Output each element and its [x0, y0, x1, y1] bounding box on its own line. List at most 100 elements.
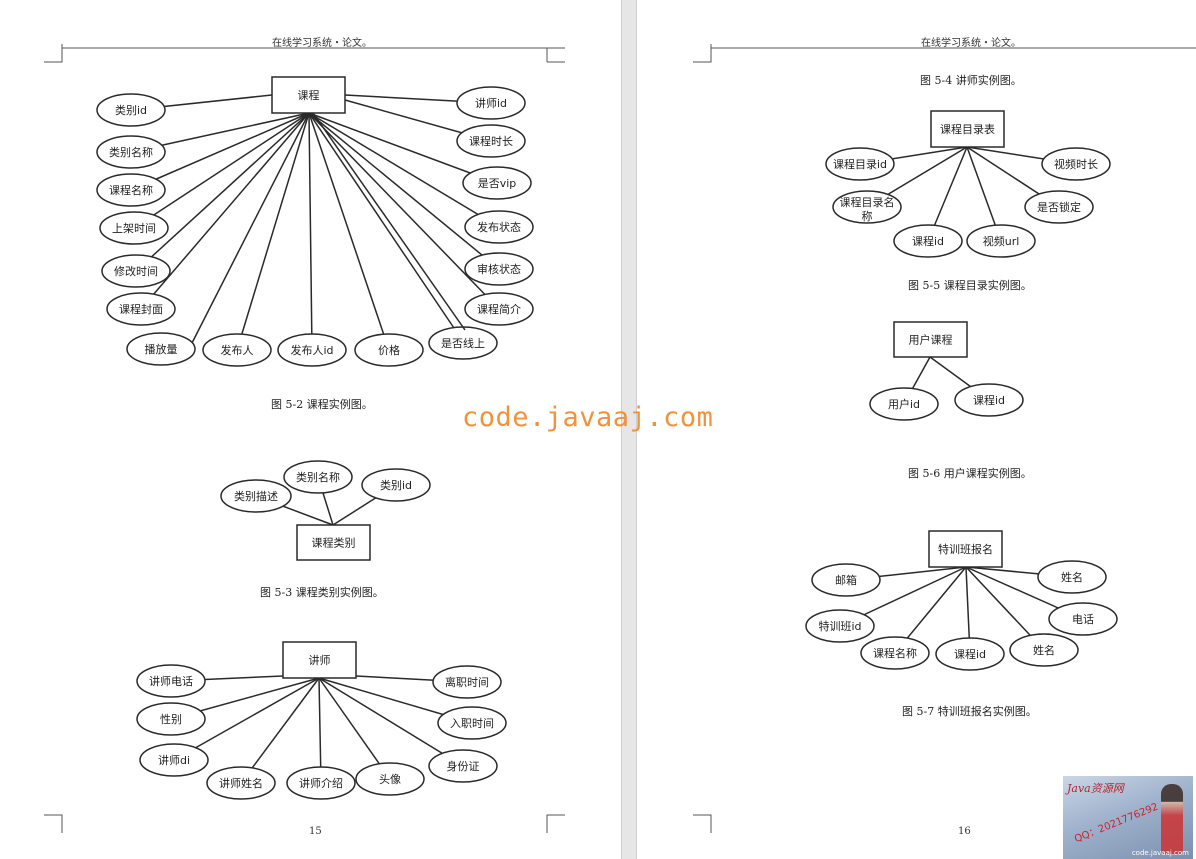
attribute-ellipse	[136, 702, 206, 736]
attribute-ellipse	[893, 224, 963, 258]
attribute-ellipse	[869, 387, 939, 421]
entity-box	[296, 524, 371, 561]
attribute-label: 价格	[378, 343, 400, 357]
attribute-label: 课程id	[973, 394, 1005, 407]
attribute-label: 课程名称	[873, 646, 917, 660]
page-gutter	[621, 0, 637, 859]
entity-label: 用户课程	[909, 333, 953, 347]
attribute-ellipse	[428, 749, 498, 783]
entity-label: 特训班报名	[938, 542, 993, 556]
attribute-ellipse	[96, 135, 166, 169]
figure-caption-5-5: 图 5-5 课程目录实例图。	[908, 279, 1032, 292]
attribute-label: 讲师介绍	[299, 776, 343, 790]
attribute-label: 课程id	[954, 648, 986, 661]
entity-label: 课程	[298, 89, 320, 102]
attribute-label: 发布人id	[290, 343, 333, 357]
attribute-label: 课程目录名	[840, 195, 895, 209]
attribute-label: 课程时长	[469, 135, 513, 148]
attribute-ellipse	[354, 333, 424, 367]
attribute-ellipse	[825, 147, 895, 181]
page-header-text: 在线学习系统・论文。	[921, 38, 1021, 49]
attribute-label: 讲师di	[158, 753, 190, 767]
attribute-ellipse	[1041, 147, 1111, 181]
attribute-ellipse	[220, 479, 292, 513]
attribute-label: 视频url	[983, 234, 1020, 248]
attribute-ellipse	[101, 254, 171, 288]
attribute-label: 头像	[379, 773, 401, 786]
attribute-label: 课程简介	[477, 302, 521, 316]
relation-line	[173, 677, 320, 761]
attribute-ellipse	[462, 166, 532, 200]
attribute-label: 发布人	[221, 343, 254, 357]
relation-line	[318, 677, 464, 767]
relation-line	[308, 112, 459, 335]
attribute-label: 修改时间	[114, 264, 158, 278]
attribute-label: 类别名称	[296, 470, 340, 484]
attribute-label: 视频时长	[1054, 157, 1098, 171]
relation-line	[308, 112, 500, 228]
attribute-ellipse	[464, 210, 534, 244]
attribute-label: 讲师电话	[149, 674, 193, 688]
attribute-label: 讲师姓名	[219, 776, 263, 790]
attribute-ellipse	[1024, 190, 1094, 224]
relation-line	[308, 112, 313, 351]
attribute-ellipse	[106, 292, 176, 326]
entity-label: 讲师	[309, 653, 331, 667]
figure-caption-5-4: 图 5-4 讲师实例图。	[920, 74, 1022, 87]
entity-box	[271, 76, 346, 114]
attribute-label: 姓名	[1033, 643, 1055, 657]
attribute-ellipse	[277, 333, 347, 367]
entity-label: 课程类别	[312, 536, 356, 550]
attribute-ellipse	[136, 664, 206, 698]
attribute-ellipse	[202, 333, 272, 367]
entity-box	[893, 321, 968, 358]
attribute-ellipse	[1037, 560, 1107, 594]
attribute-ellipse	[1009, 633, 1079, 667]
page-number: 16	[958, 826, 971, 837]
page-header-text: 在线学习系统・论文。	[272, 38, 372, 49]
attribute-ellipse	[456, 86, 526, 120]
attribute-ellipse	[96, 173, 166, 207]
attribute-ellipse	[464, 292, 534, 326]
attribute-label: 类别名称	[109, 145, 153, 159]
attribute-label: 讲师id	[475, 96, 507, 110]
attribute-label: 审核状态	[477, 262, 521, 276]
page-number: 15	[309, 826, 322, 837]
attribute-ellipse	[832, 190, 902, 224]
relation-line	[191, 112, 310, 344]
relation-line	[240, 677, 320, 784]
attribute-ellipse	[432, 665, 502, 699]
attribute-ellipse	[935, 637, 1005, 671]
relation-line	[318, 677, 391, 780]
attribute-label: 类别id	[115, 103, 147, 117]
attribute-ellipse	[99, 211, 169, 245]
entity-box	[928, 530, 1003, 568]
attribute-label: 电话	[1072, 613, 1094, 626]
attribute-ellipse	[437, 706, 507, 740]
attribute-label: 用户id	[888, 397, 920, 411]
relation-line	[133, 112, 310, 229]
attribute-label: 课程名称	[109, 183, 153, 197]
attribute-ellipse	[126, 332, 196, 366]
badge-title: Java资源网	[1067, 782, 1124, 795]
attribute-ellipse	[206, 766, 276, 800]
site-badge: Java资源网 QQ：2021776292 code.javaaj.com	[1063, 776, 1193, 859]
attribute-label: 课程目录id	[833, 158, 887, 171]
attribute-ellipse	[361, 468, 431, 502]
relation-line	[308, 112, 390, 351]
attribute-label: 课程封面	[119, 302, 163, 316]
person-photo-icon	[1161, 784, 1183, 854]
relation-line	[135, 112, 310, 272]
relation-line	[308, 112, 500, 310]
relation-line	[312, 112, 466, 331]
attribute-label: 性别	[160, 712, 182, 726]
attribute-label: 播放量	[145, 342, 178, 356]
attribute-label: 邮箱	[835, 573, 857, 587]
attribute-label: 特训班id	[818, 619, 861, 633]
attribute-ellipse	[860, 636, 930, 670]
relation-line	[308, 112, 498, 184]
attribute-label: 发布状态	[477, 220, 521, 234]
